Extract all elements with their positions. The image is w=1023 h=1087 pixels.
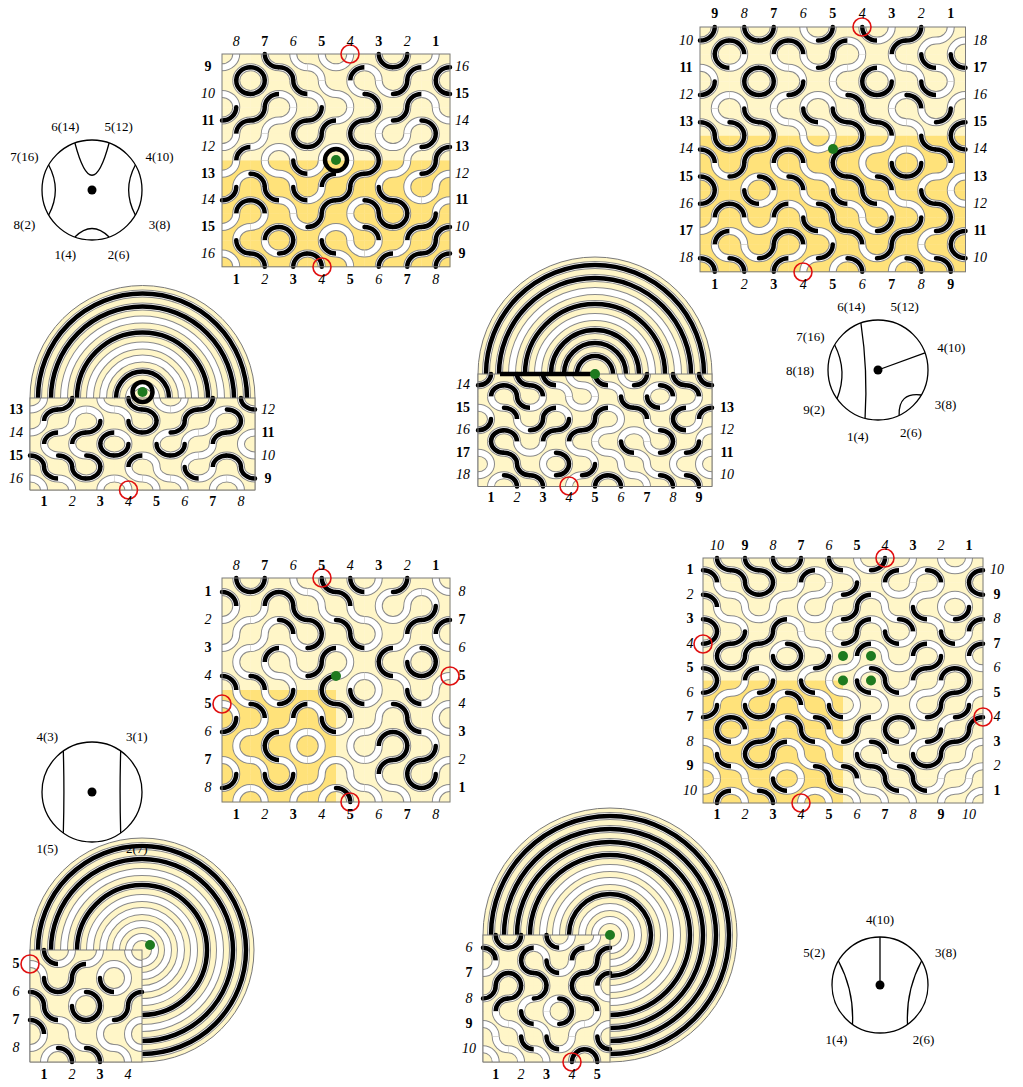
center-marker bbox=[331, 671, 341, 681]
center-dot bbox=[88, 186, 97, 195]
center-marker bbox=[828, 144, 838, 154]
chord bbox=[120, 751, 121, 833]
center-dot bbox=[88, 788, 97, 797]
center-marker bbox=[590, 369, 600, 379]
chord bbox=[63, 751, 64, 833]
center-dot bbox=[874, 366, 883, 375]
center-marker bbox=[145, 940, 155, 950]
center-marker bbox=[138, 387, 148, 397]
center-marker bbox=[331, 155, 341, 165]
